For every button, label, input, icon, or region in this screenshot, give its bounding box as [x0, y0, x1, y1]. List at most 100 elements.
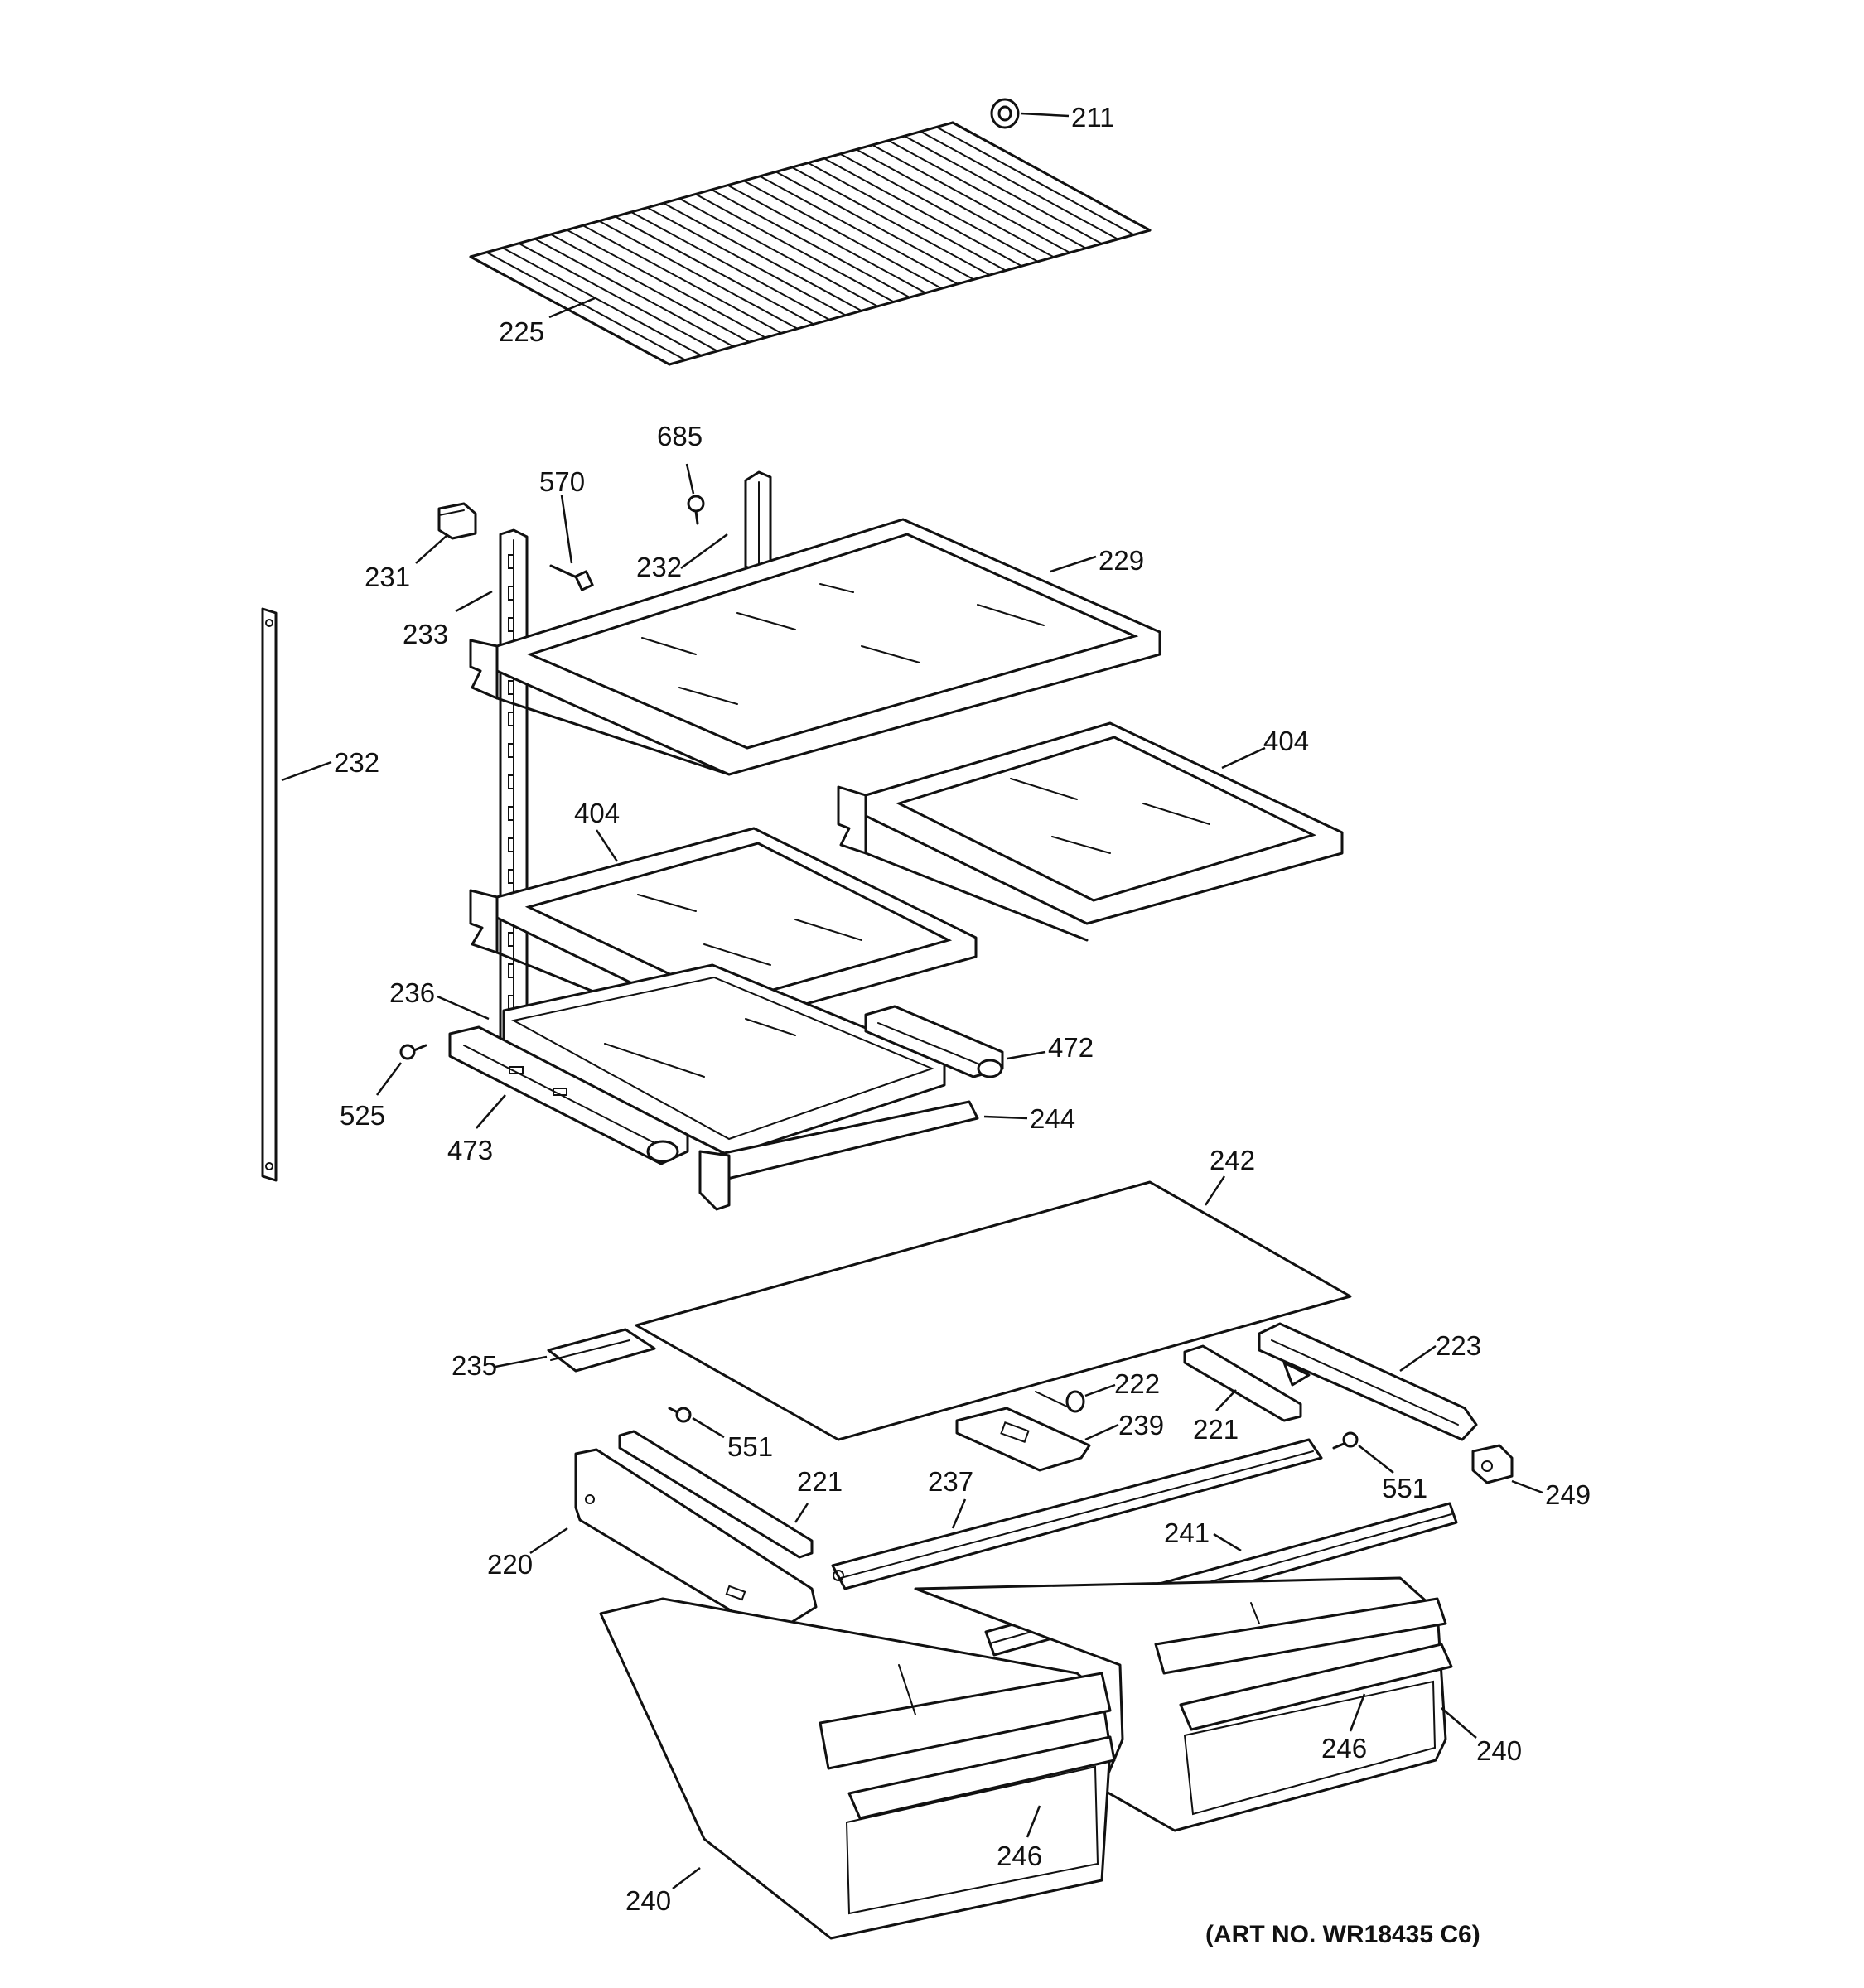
callout-231: 231 — [365, 562, 410, 592]
callout-233: 233 — [403, 619, 448, 649]
part-237-cross-bar — [831, 1438, 1323, 1590]
wire-rod — [823, 157, 1023, 268]
callout-404-right: 404 — [1263, 726, 1309, 756]
callout-570: 570 — [539, 466, 585, 497]
rail-slot — [508, 963, 514, 978]
wire-rod — [614, 215, 814, 326]
callout-551-left: 551 — [727, 1431, 773, 1462]
rail-slot — [508, 869, 514, 884]
callout-211: 211 — [1071, 102, 1115, 133]
leader-472 — [1007, 1050, 1046, 1060]
wire-rod — [646, 206, 847, 316]
part-244-pan-front — [698, 1100, 979, 1211]
part-551-screw-right — [1332, 1431, 1359, 1450]
callout-244: 244 — [1030, 1103, 1075, 1134]
part-229-glass-shelf — [469, 518, 1161, 776]
callout-232-left: 232 — [334, 747, 379, 778]
part-221-support-left — [618, 1430, 814, 1559]
wire-rod — [694, 193, 895, 303]
leader-221-right — [1215, 1389, 1237, 1411]
callout-551-right: 551 — [1382, 1473, 1427, 1503]
part-235-support — [547, 1328, 656, 1373]
wire-rod — [485, 251, 687, 361]
wire-rod — [775, 171, 975, 281]
rail-slot — [508, 932, 514, 947]
callout-241: 241 — [1164, 1518, 1210, 1548]
wire-rod — [791, 166, 991, 276]
leader-241 — [1213, 1532, 1242, 1552]
part-525-screw — [399, 1044, 427, 1060]
part-240-crisper-left — [599, 1597, 1116, 1940]
wire-rod — [935, 126, 1135, 236]
leader-237 — [951, 1498, 967, 1529]
rail-slot — [508, 586, 514, 601]
callout-237: 237 — [928, 1466, 973, 1497]
callout-229: 229 — [1099, 545, 1144, 576]
wire-rod — [630, 211, 831, 321]
callout-525: 525 — [340, 1100, 385, 1131]
callout-221-left: 221 — [797, 1466, 843, 1497]
leader-404-left — [595, 829, 619, 862]
callout-404-left: 404 — [574, 798, 620, 828]
wire-rod — [807, 162, 1007, 272]
leader-240-left — [672, 1867, 701, 1889]
callout-473: 473 — [447, 1135, 493, 1165]
callout-235: 235 — [452, 1350, 497, 1381]
callout-223: 223 — [1436, 1330, 1481, 1361]
leader-211 — [1020, 112, 1070, 118]
rail-slot — [508, 712, 514, 726]
art-number: (ART NO. WR18435 C6) — [1205, 1921, 1480, 1948]
rail-slot — [508, 743, 514, 758]
part-551-screw-left — [668, 1407, 692, 1423]
rail-slot — [508, 617, 514, 632]
wire-rod — [872, 144, 1071, 253]
rail-slot — [508, 680, 514, 695]
part-233-vertical-rail — [499, 528, 529, 1066]
part-223-rail — [1258, 1322, 1478, 1441]
callout-249: 249 — [1545, 1479, 1591, 1510]
part-685-screw — [687, 495, 705, 525]
rail-slot — [508, 554, 514, 569]
wire-rod — [903, 135, 1103, 245]
leader-222 — [1084, 1383, 1116, 1397]
rail-slot — [508, 837, 514, 852]
part-240-crisper-right — [914, 1576, 1453, 1832]
wire-rod — [759, 175, 959, 285]
wire-rod — [518, 242, 718, 352]
part-239-bracket — [955, 1407, 1091, 1472]
leader-223 — [1399, 1344, 1437, 1373]
callout-472: 472 — [1048, 1032, 1094, 1063]
part-211-grommet — [990, 98, 1020, 129]
wire-rod — [742, 180, 943, 290]
wire-rod — [534, 238, 735, 348]
callout-225: 225 — [499, 316, 544, 347]
part-232-side-rail — [261, 607, 278, 1182]
leader-570 — [560, 495, 573, 564]
wire-rod — [887, 139, 1087, 249]
leader-240-right — [1441, 1707, 1477, 1739]
wire-rod — [598, 220, 799, 330]
wire-rod — [678, 197, 879, 307]
callout-246-right: 246 — [1321, 1733, 1367, 1764]
leader-239 — [1084, 1423, 1119, 1441]
part-242-glass-panel — [635, 1180, 1352, 1441]
leader-235 — [495, 1355, 548, 1368]
part-404-shelf-right — [837, 721, 1344, 942]
leader-221-left — [794, 1503, 809, 1523]
callout-239: 239 — [1118, 1410, 1164, 1440]
wire-rod — [920, 130, 1119, 240]
callout-222: 222 — [1114, 1368, 1160, 1399]
rail-slot — [508, 806, 514, 821]
leader-685 — [685, 463, 695, 495]
callout-232-top: 232 — [636, 552, 682, 582]
part-221-support-right — [1183, 1344, 1302, 1422]
part-225-wire-shelf — [469, 121, 1152, 366]
wire-rod — [550, 234, 751, 343]
part-472-slide-rail — [864, 1005, 1004, 1078]
callout-220: 220 — [487, 1549, 533, 1580]
part-473-slide-rail — [448, 1025, 689, 1165]
leader-232-left — [281, 760, 332, 782]
part-232-rear-rail-top — [744, 470, 772, 573]
leader-244 — [983, 1115, 1028, 1120]
